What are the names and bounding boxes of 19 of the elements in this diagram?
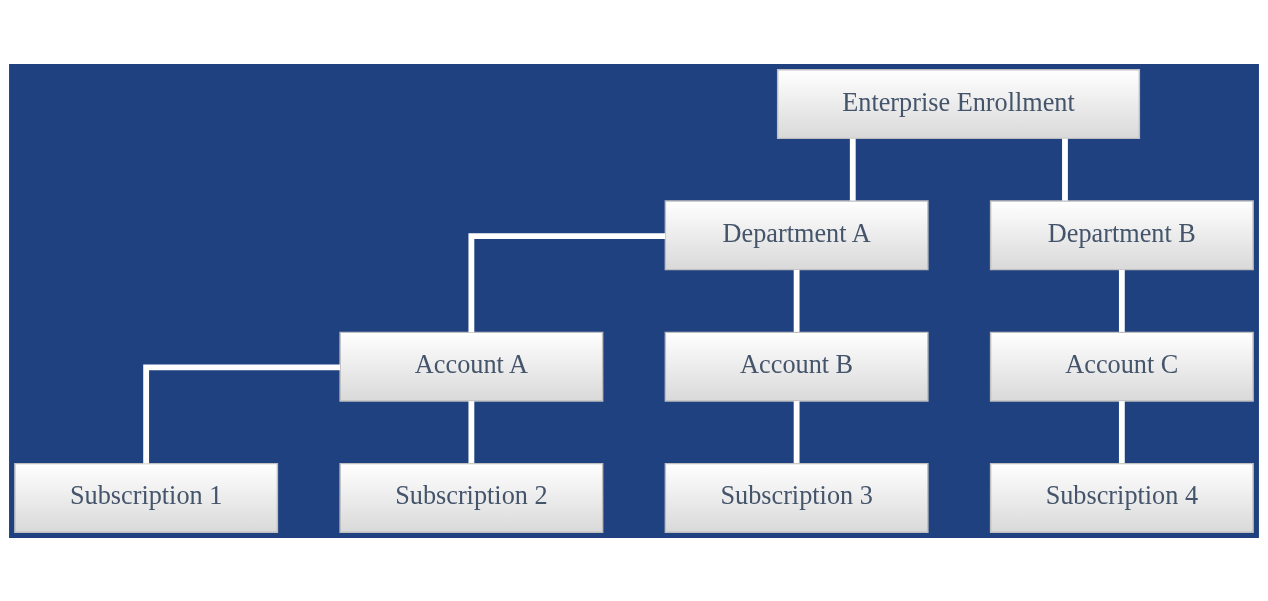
connector	[468, 232, 666, 332]
connector	[1062, 138, 1068, 201]
connector	[1118, 400, 1125, 463]
node-box: Subscription 1	[14, 462, 279, 533]
node-box: Department B	[989, 199, 1254, 270]
node-box: Subscription 4	[989, 462, 1254, 533]
node-box: Subscription 3	[664, 462, 929, 533]
node-box: Account A	[339, 331, 604, 402]
node-box: Enterprise Enrollment	[776, 68, 1141, 139]
connector	[468, 400, 475, 463]
node-box: Subscription 2	[339, 462, 604, 533]
connector	[1118, 269, 1125, 332]
node-box: Department A	[664, 199, 929, 270]
connector	[793, 269, 800, 332]
connector	[849, 138, 856, 201]
node-box: Account C	[989, 331, 1254, 402]
node-box: Account B	[664, 331, 929, 402]
connector	[143, 363, 341, 464]
connector	[793, 400, 800, 463]
